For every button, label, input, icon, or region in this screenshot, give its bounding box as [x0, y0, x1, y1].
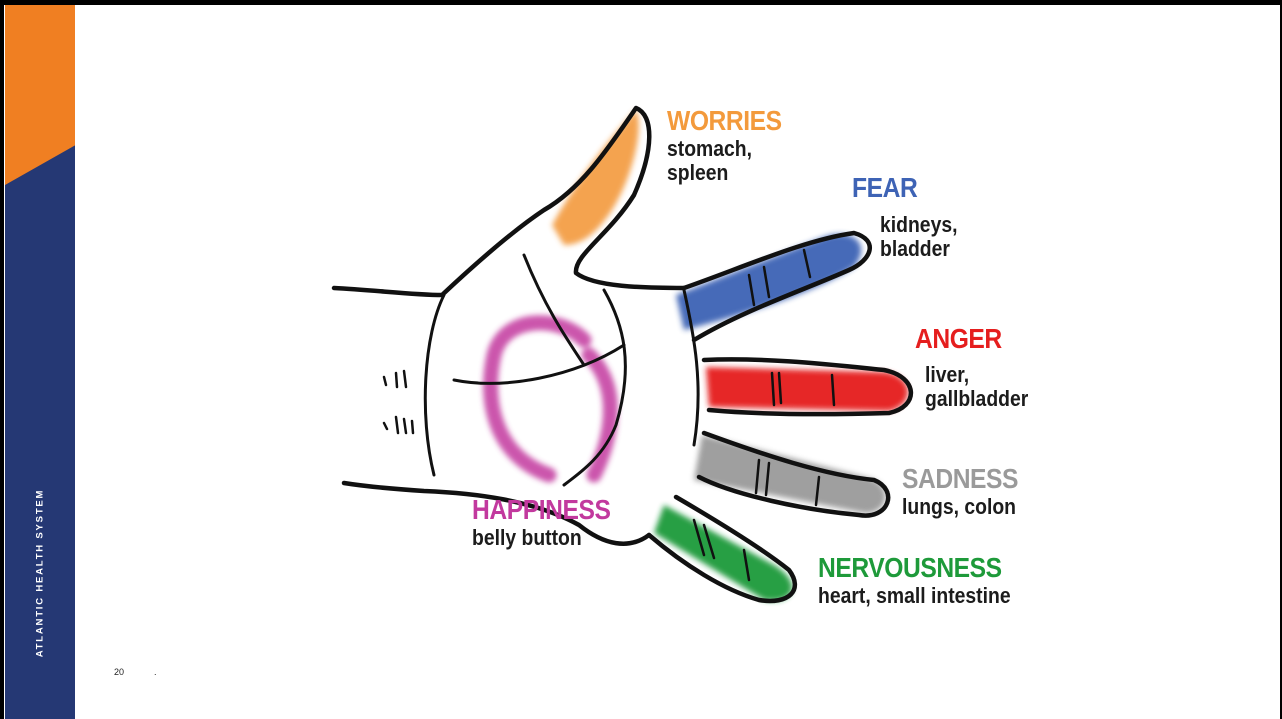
label-fear-organs: kidneys, bladder	[880, 213, 968, 261]
organs-anger-1: liver,	[925, 363, 1028, 387]
organs-worries-1: stomach,	[667, 137, 782, 161]
organs-worries-2: spleen	[667, 161, 782, 185]
emotion-nervousness: NERVOUSNESS	[818, 553, 1011, 584]
label-anger: ANGER	[915, 324, 1014, 355]
page-marker: .	[154, 667, 157, 677]
label-nervousness: NERVOUSNESS heart, small intestine	[818, 553, 1037, 608]
ring-finger-fill-sadness	[694, 435, 885, 513]
label-sadness: SADNESS lungs, colon	[902, 464, 1034, 519]
page-number: 20	[114, 667, 124, 677]
emotion-anger: ANGER	[915, 324, 1002, 355]
organs-fear-1: kidneys,	[880, 213, 957, 237]
slide: ATLANTIC HEALTH SYSTEM	[4, 5, 1280, 719]
organs-nervousness: heart, small intestine	[818, 584, 1011, 608]
label-happiness: HAPPINESS belly button	[472, 495, 629, 550]
organs-sadness: lungs, colon	[902, 495, 1018, 519]
organs-anger-2: gallbladder	[925, 387, 1028, 411]
emotion-happiness: HAPPINESS	[472, 495, 610, 526]
label-worries: WORRIES stomach, spleen	[667, 106, 797, 185]
label-fear: FEAR	[852, 173, 926, 204]
middle-finger-fill-anger	[706, 367, 908, 411]
organs-happiness: belly button	[472, 526, 610, 550]
emotion-fear: FEAR	[852, 173, 917, 204]
emotion-sadness: SADNESS	[902, 464, 1018, 495]
hand-diagram	[4, 5, 1280, 719]
label-anger-organs: liver, gallbladder	[925, 363, 1042, 411]
emotion-worries: WORRIES	[667, 106, 782, 137]
thumb-fill-worries	[552, 110, 639, 245]
organs-fear-2: bladder	[880, 237, 957, 261]
